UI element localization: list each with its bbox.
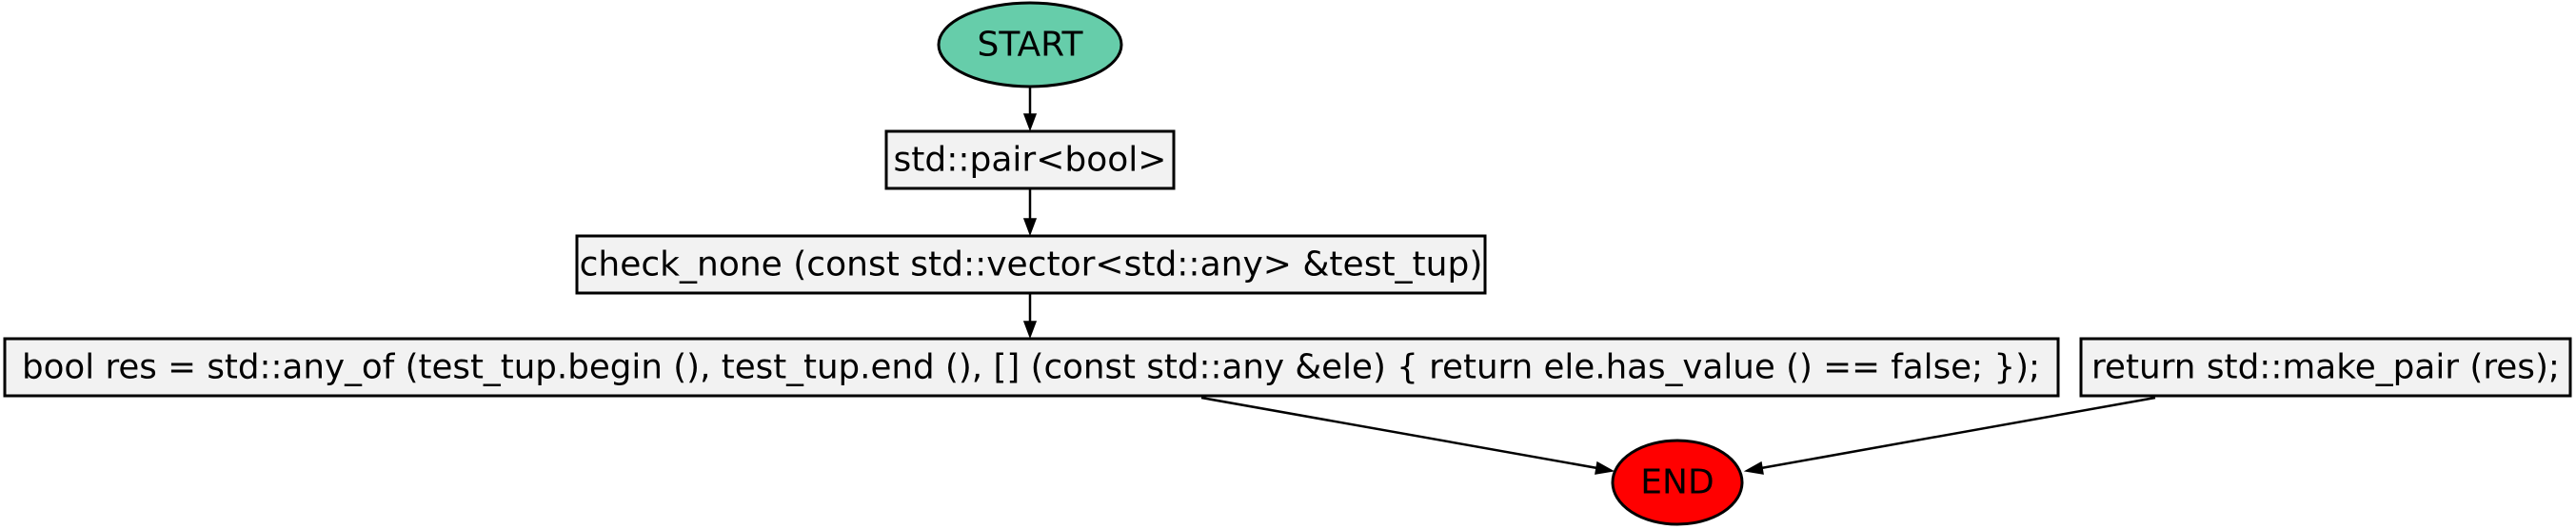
- start-ellipse: [937, 1, 1123, 88]
- arrowhead-anyof-to-end: [1595, 460, 1615, 475]
- any-of-label: bool res = std::any_of (test_tup.begin (…: [22, 348, 2040, 387]
- any-of-node: bool res = std::any_of (test_tup.begin (…: [3, 337, 2060, 398]
- arrowhead-signature-to-anyof: [1022, 321, 1038, 340]
- end-node: END: [1611, 439, 1744, 526]
- signature-box: [575, 234, 1487, 295]
- signature-label: check_none (const std::vector<std::any> …: [580, 245, 1483, 284]
- pair-type-label: std::pair<bool>: [894, 141, 1167, 180]
- return-label: return std::make_pair (res);: [2091, 348, 2560, 387]
- arrowhead-start-to-pair: [1022, 113, 1038, 132]
- signature-node: check_none (const std::vector<std::any> …: [575, 234, 1487, 295]
- edges: [1022, 88, 2156, 475]
- start-node: START: [937, 1, 1123, 88]
- pair-type-box: [884, 129, 1176, 190]
- start-label: START: [977, 26, 1083, 65]
- any-of-box: [3, 337, 2060, 398]
- end-label: END: [1640, 463, 1714, 502]
- arrowhead-return-to-end: [1743, 460, 1764, 475]
- arrowhead-pair-to-signature: [1022, 218, 1038, 237]
- edge-return-to-end: [1760, 396, 2156, 470]
- return-box: [2079, 337, 2572, 398]
- edge-anyof-to-end: [1200, 396, 1598, 470]
- end-ellipse: [1611, 439, 1744, 526]
- pair-type-node: std::pair<bool>: [884, 129, 1176, 190]
- return-node: return std::make_pair (res);: [2079, 337, 2572, 398]
